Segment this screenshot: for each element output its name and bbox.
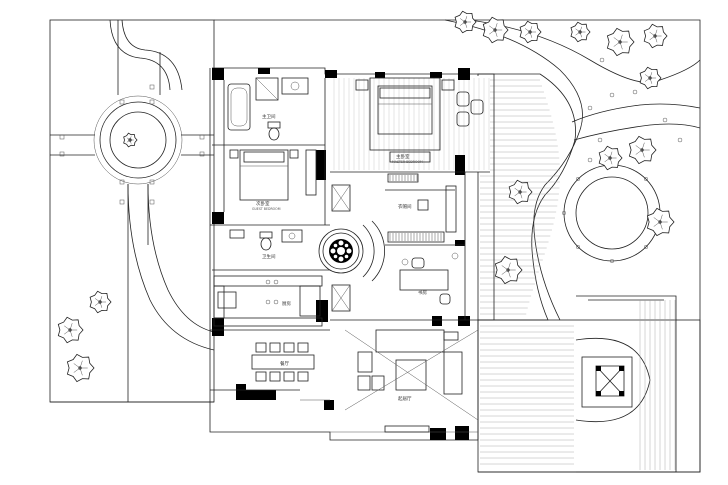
- tree-branch: [126, 139, 131, 143]
- tree-trunk: [578, 30, 582, 34]
- front-garden-paths: [50, 19, 215, 402]
- dining-chair: [255, 342, 267, 353]
- tree-trunk: [658, 220, 662, 224]
- dining-chair: [297, 342, 309, 353]
- house-walls: [209, 67, 495, 441]
- living-room: 起居厅: [344, 329, 479, 433]
- tree-trunk: [528, 30, 532, 34]
- tree-icon: [606, 27, 635, 57]
- tree-trunk: [640, 148, 644, 152]
- tree-icon: [66, 353, 95, 383]
- dining-chair: [269, 342, 281, 353]
- kitchen: 厨房: [213, 275, 323, 327]
- tree-trunk: [506, 268, 510, 272]
- tree-icon: [628, 135, 657, 165]
- terrace: [477, 295, 701, 473]
- dining: 餐厅: [251, 342, 315, 382]
- kitchen-label: 厨房: [282, 300, 291, 307]
- study: 书房: [399, 252, 459, 305]
- dining-chair: [269, 371, 281, 382]
- tree-trunk: [618, 40, 622, 44]
- dining-chair: [297, 371, 309, 382]
- tree-trunk: [68, 328, 72, 332]
- stepping-stones: [587, 57, 683, 163]
- tree-trunk: [78, 366, 82, 370]
- foyer: [318, 184, 385, 312]
- dining-chair: [255, 371, 267, 382]
- tree-trunk: [493, 28, 497, 32]
- tree-icon: [519, 20, 542, 44]
- guest-bedroom-label: 次卧室: [256, 200, 270, 207]
- fountain-posts: [561, 162, 663, 264]
- tree-branch: [126, 137, 131, 141]
- tree-icon: [57, 316, 84, 344]
- closet-label: 衣帽间: [398, 203, 412, 210]
- house-floor: [330, 76, 490, 172]
- tree-icon: [454, 10, 477, 34]
- tree-icon: [646, 207, 675, 237]
- tree-branch: [129, 136, 132, 141]
- tree-branch: [129, 139, 132, 144]
- tree-trunk: [463, 20, 467, 24]
- tree-icon: [508, 179, 533, 205]
- tree-icon: [643, 23, 668, 49]
- tree-icon: [494, 255, 523, 285]
- tree-icon: [570, 21, 591, 43]
- tree-icon: [639, 66, 662, 90]
- floor-medallion: [329, 239, 353, 263]
- closet: 衣帽间: [387, 173, 457, 243]
- master-bedroom: 主卧室 MASTER BEDROOM: [355, 77, 484, 164]
- tree-trunk: [518, 190, 522, 194]
- tree-trunk: [128, 138, 132, 142]
- master-bedroom-sublabel: MASTER BEDROOM: [392, 160, 423, 164]
- guest-bedroom: 次卧室 GUEST BEDROOM: [229, 149, 317, 211]
- tree-trunk: [648, 76, 652, 80]
- dining-chair: [283, 371, 295, 382]
- master-bath: 主卫间: [227, 77, 309, 141]
- guest-bath-label: 卫生间: [262, 253, 276, 260]
- tree-trunk: [653, 34, 657, 38]
- living-room-label: 起居厅: [398, 396, 412, 402]
- master-bath-label: 主卫间: [262, 113, 276, 120]
- study-label: 书房: [418, 289, 427, 296]
- guest-bath: 卫生间: [229, 229, 303, 260]
- bollards: [59, 84, 205, 205]
- master-bedroom-label: 主卧室: [396, 153, 410, 160]
- trees: [57, 10, 675, 383]
- tree-icon: [598, 145, 623, 171]
- tree-icon: [482, 16, 509, 44]
- dining-chair: [283, 342, 295, 353]
- guest-bedroom-sublabel: GUEST BEDROOM: [252, 207, 281, 211]
- tree-icon: [123, 132, 138, 148]
- tree-icon: [89, 290, 112, 314]
- dining-label: 餐厅: [280, 360, 289, 367]
- tree-trunk: [608, 156, 612, 160]
- tree-trunk: [98, 300, 102, 304]
- pavilion: [581, 356, 633, 408]
